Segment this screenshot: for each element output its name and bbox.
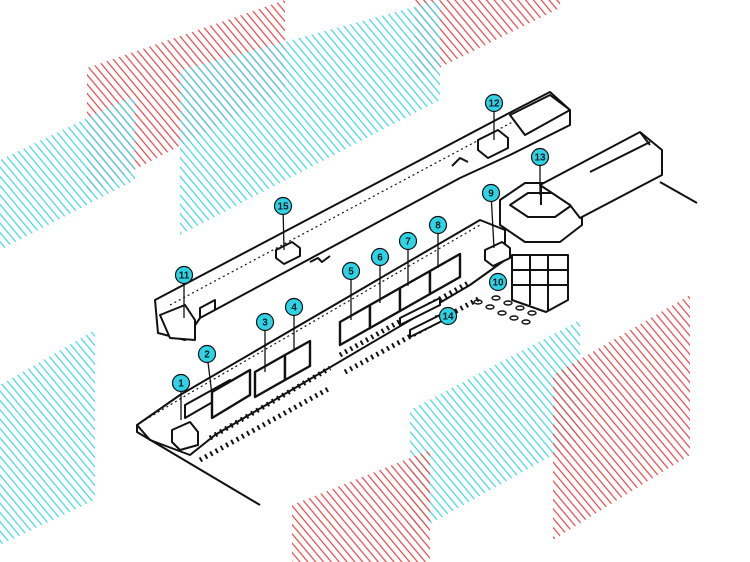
callout-label: 13 — [534, 153, 546, 164]
callout-circle — [398, 231, 418, 251]
callout-circle — [197, 344, 217, 364]
callout-marker-13: 13 — [530, 147, 550, 195]
callout-marker-6: 6 — [370, 247, 390, 303]
gate-module — [428, 252, 462, 296]
gate-module — [283, 339, 312, 382]
callout-leader-line — [490, 192, 495, 249]
ground-bays-row — [208, 365, 332, 441]
upper-wing-step — [199, 299, 216, 318]
walkway-bar — [399, 297, 441, 326]
callout-label: 9 — [488, 189, 494, 200]
callout-marker-7: 7 — [398, 231, 418, 286]
callout-label: 7 — [405, 237, 411, 248]
ground-bays-row — [338, 279, 472, 358]
entry-kiosk — [171, 421, 199, 451]
red-hatch-panel — [553, 295, 690, 540]
callout-circle — [171, 373, 191, 393]
callout-circle — [481, 183, 501, 203]
callout-circle — [255, 312, 275, 332]
ground-bays-row — [343, 295, 482, 375]
callout-label: 15 — [277, 202, 289, 213]
callout-circle — [341, 261, 361, 281]
callout-label: 10 — [492, 278, 504, 289]
callout-circle — [488, 272, 508, 292]
kiosk-box — [477, 129, 509, 159]
callout-label: 11 — [179, 271, 190, 282]
callout-marker-3: 3 — [255, 312, 275, 372]
callout-circle — [284, 297, 304, 317]
callout-circle — [273, 196, 293, 216]
gate-module — [210, 368, 252, 420]
ground-line — [659, 181, 698, 204]
callout-marker-1: 1 — [171, 373, 191, 420]
callout-marker-11: 11 — [174, 265, 194, 318]
callout-label: 4 — [291, 303, 297, 314]
callout-marker-9: 9 — [481, 183, 501, 249]
callout-label: 5 — [348, 267, 354, 278]
terminal-front-edge — [136, 425, 261, 506]
callout-circle — [370, 247, 390, 267]
cyan-hatch-panel — [0, 330, 95, 545]
callout-marker-8: 8 — [428, 215, 448, 268]
callout-label: 14 — [442, 312, 454, 323]
red-hatch-panel — [415, 0, 560, 80]
background-hatch-panels — [0, 0, 690, 562]
cyan-hatch-panel — [0, 95, 135, 250]
upper-wing-endcap — [159, 304, 196, 341]
callout-label: 1 — [178, 379, 184, 390]
upper-wing-block — [509, 94, 571, 136]
callout-label: 12 — [488, 99, 500, 110]
callout-label: 6 — [377, 253, 383, 264]
callout-marker-15: 15 — [273, 196, 293, 251]
callout-label: 2 — [204, 350, 210, 361]
cyan-hatch-panel — [410, 320, 580, 535]
red-hatch-panel — [292, 450, 430, 562]
parked-markers — [473, 295, 537, 325]
kiosk-box — [275, 241, 301, 265]
upper-wing-step — [309, 255, 331, 263]
callout-marker-10: 10 — [488, 272, 508, 292]
callout-circle — [530, 147, 550, 167]
callout-marker-14: 14 — [435, 306, 458, 326]
cyan-hatch-panel — [180, 0, 440, 235]
callout-label: 3 — [262, 318, 268, 329]
ground-bays-row — [198, 385, 332, 463]
callout-circle — [428, 215, 448, 235]
terminal-roof-dashes — [144, 224, 481, 421]
upper-wing-step — [451, 157, 469, 167]
callout-circle — [438, 306, 458, 326]
kiosk-box — [484, 241, 511, 267]
callout-marker-12: 12 — [484, 93, 504, 140]
callout-marker-2: 2 — [197, 344, 217, 396]
callout-label: 8 — [435, 221, 441, 232]
facility-linework — [136, 91, 698, 506]
callout-circle — [174, 265, 194, 285]
callout-circle — [484, 93, 504, 113]
callout-marker-5: 5 — [341, 261, 361, 320]
callout-marker-4: 4 — [284, 297, 304, 350]
control-tower — [499, 182, 583, 313]
